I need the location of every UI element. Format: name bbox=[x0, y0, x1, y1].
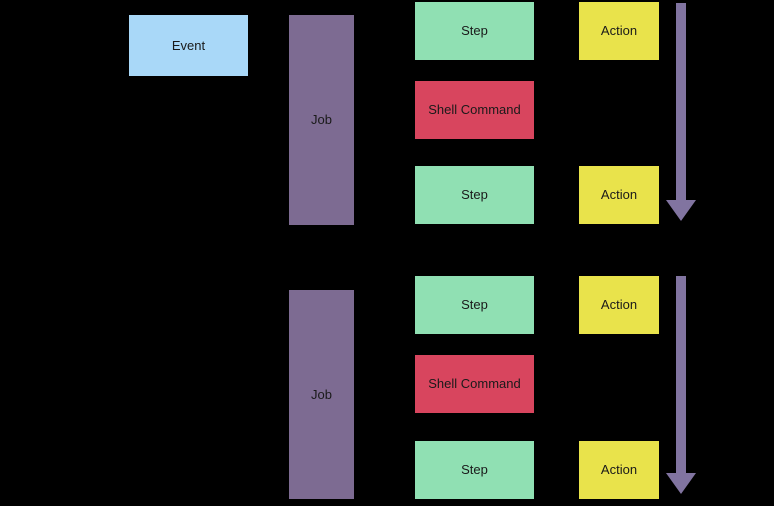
flow-arrow-down-1 bbox=[666, 3, 696, 221]
shell-command-node-2: Shell Command bbox=[415, 355, 534, 413]
job-node-2: Job bbox=[289, 290, 354, 499]
action-node-4: Action bbox=[579, 441, 659, 499]
arrow-head bbox=[666, 200, 696, 221]
step-node-1: Step bbox=[415, 2, 534, 60]
action-node-1: Action bbox=[579, 2, 659, 60]
step-node-2: Step bbox=[415, 166, 534, 224]
arrow-shaft bbox=[676, 3, 686, 202]
action-node-2: Action bbox=[579, 166, 659, 224]
action-node-3: Action bbox=[579, 276, 659, 334]
flow-arrow-down-2 bbox=[666, 276, 696, 494]
step-node-4: Step bbox=[415, 441, 534, 499]
event-node: Event bbox=[129, 15, 248, 76]
step-node-3: Step bbox=[415, 276, 534, 334]
arrow-head bbox=[666, 473, 696, 494]
job-node-1: Job bbox=[289, 15, 354, 225]
shell-command-node-1: Shell Command bbox=[415, 81, 534, 139]
arrow-shaft bbox=[676, 276, 686, 475]
